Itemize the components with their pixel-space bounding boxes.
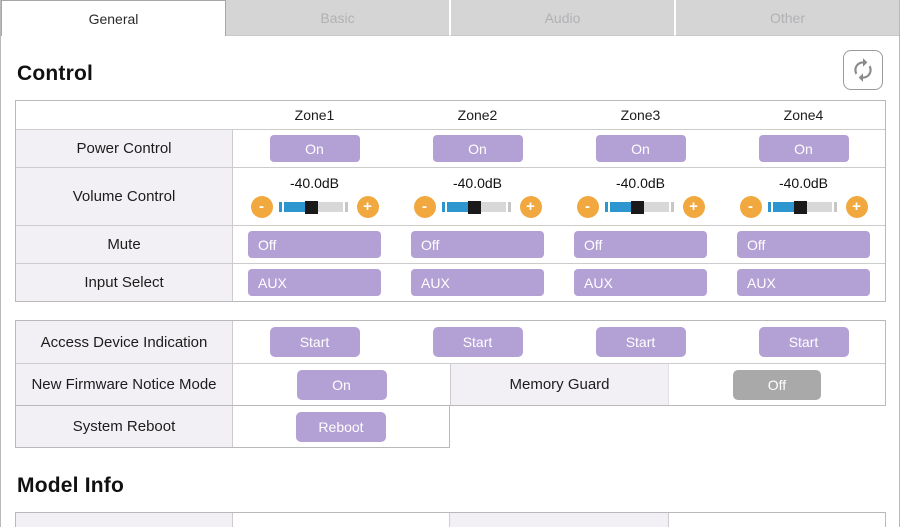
volume-zone2-plus-button[interactable]: +: [519, 196, 542, 218]
volume-control-row: Volume Control -40.0dB - + -40.0dB -: [16, 167, 885, 225]
volume-zone4-value: -40.0dB: [778, 175, 829, 191]
mute-zone4-select[interactable]: Off: [737, 231, 870, 258]
model-info-value-cell: [233, 513, 450, 527]
firmware-notice-label: New Firmware Notice Mode: [16, 364, 233, 405]
power-zone1-button[interactable]: On: [269, 135, 360, 162]
input-select-row: Input Select AUX AUX AUX AUX: [16, 263, 885, 301]
slider-handle[interactable]: [793, 200, 807, 214]
model-info-label-cell: [450, 513, 669, 527]
volume-zone4: -40.0dB - +: [722, 168, 885, 225]
zone1-header: Zone1: [294, 107, 335, 123]
access-zone3-start-button[interactable]: Start: [595, 327, 686, 357]
tab-basic-label: Basic: [320, 9, 355, 26]
mute-zone3-select[interactable]: Off: [574, 231, 707, 258]
tab-other-label: Other: [769, 9, 805, 26]
system-reboot-label: System Reboot: [16, 406, 233, 447]
system-reboot-row: System Reboot Reboot: [15, 406, 450, 448]
tab-audio-label: Audio: [544, 9, 581, 26]
input-zone2-select[interactable]: AUX: [411, 269, 544, 296]
volume-zone1-minus-button[interactable]: -: [250, 196, 273, 218]
model-info-value-cell: [669, 513, 885, 527]
volume-zone3-slider[interactable]: [604, 200, 677, 214]
volume-zone4-slider[interactable]: [767, 200, 840, 214]
zone-header-row: Zone1 Zone2 Zone3 Zone4: [16, 101, 885, 129]
model-info-label-cell: [16, 513, 233, 527]
power-zone2-button[interactable]: On: [432, 135, 523, 162]
slider-handle[interactable]: [304, 200, 318, 214]
memory-guard-label: Memory Guard: [451, 364, 669, 405]
zone4-header: Zone4: [783, 107, 824, 123]
tab-general-label: General: [88, 10, 139, 27]
slider-handle[interactable]: [467, 200, 481, 214]
tab-basic[interactable]: Basic: [226, 0, 449, 36]
content-area: Control Zone1 Zone2 Zone3 Zone4 Power Co…: [1, 62, 899, 527]
input-zone3-select[interactable]: AUX: [574, 269, 707, 296]
zone-header-spacer: [16, 101, 233, 129]
control-table: Zone1 Zone2 Zone3 Zone4 Power Control On…: [15, 100, 886, 302]
input-zone4-select[interactable]: AUX: [737, 269, 870, 296]
power-control-label: Power Control: [16, 130, 233, 167]
access-device-row: Access Device Indication Start Start Sta…: [16, 321, 885, 363]
model-info-section-title: Model Info: [17, 474, 124, 497]
volume-zone2: -40.0dB - +: [396, 168, 559, 225]
input-select-label: Input Select: [16, 264, 233, 301]
mute-row: Mute Off Off Off Off: [16, 225, 885, 263]
volume-zone2-minus-button[interactable]: -: [413, 196, 436, 218]
volume-zone2-slider[interactable]: [441, 200, 514, 214]
mute-label: Mute: [16, 226, 233, 263]
system-reboot-button[interactable]: Reboot: [296, 411, 386, 442]
access-zone1-start-button[interactable]: Start: [269, 327, 360, 357]
model-info-table: [15, 512, 886, 527]
zone3-header: Zone3: [620, 107, 661, 123]
volume-zone3-value: -40.0dB: [615, 175, 666, 191]
access-device-label: Access Device Indication: [16, 321, 233, 363]
power-zone3-button[interactable]: On: [595, 135, 686, 162]
firmware-notice-on-button[interactable]: On: [296, 369, 387, 400]
zone2-header: Zone2: [457, 107, 498, 123]
mute-zone1-select[interactable]: Off: [248, 231, 381, 258]
tab-audio[interactable]: Audio: [449, 0, 674, 36]
volume-control-label: Volume Control: [16, 168, 233, 225]
tab-general[interactable]: General: [1, 0, 226, 36]
volume-zone4-plus-button[interactable]: +: [845, 196, 868, 218]
volume-zone2-value: -40.0dB: [452, 175, 503, 191]
tab-other[interactable]: Other: [674, 0, 899, 36]
volume-zone3-plus-button[interactable]: +: [682, 196, 705, 218]
volume-zone1: -40.0dB - +: [233, 168, 396, 225]
volume-zone1-slider[interactable]: [278, 200, 351, 214]
slider-handle[interactable]: [630, 200, 644, 214]
volume-zone1-plus-button[interactable]: +: [356, 196, 379, 218]
power-control-row: Power Control On On On On: [16, 129, 885, 167]
control-section-title: Control: [17, 62, 94, 85]
refresh-button[interactable]: [843, 50, 883, 90]
input-zone1-select[interactable]: AUX: [248, 269, 381, 296]
power-zone4-button[interactable]: On: [758, 135, 849, 162]
mute-zone2-select[interactable]: Off: [411, 231, 544, 258]
access-zone2-start-button[interactable]: Start: [432, 327, 523, 357]
refresh-icon: [850, 57, 876, 83]
misc-table: Access Device Indication Start Start Sta…: [15, 320, 886, 406]
volume-zone3-minus-button[interactable]: -: [576, 196, 599, 218]
volume-zone4-minus-button[interactable]: -: [739, 196, 762, 218]
firmware-memory-row: New Firmware Notice Mode On Memory Guard…: [16, 363, 885, 405]
volume-zone1-value: -40.0dB: [289, 175, 340, 191]
volume-zone3: -40.0dB - +: [559, 168, 722, 225]
memory-guard-off-button[interactable]: Off: [733, 369, 821, 400]
access-zone4-start-button[interactable]: Start: [758, 327, 849, 357]
tab-bar: General Basic Audio Other: [1, 0, 899, 36]
